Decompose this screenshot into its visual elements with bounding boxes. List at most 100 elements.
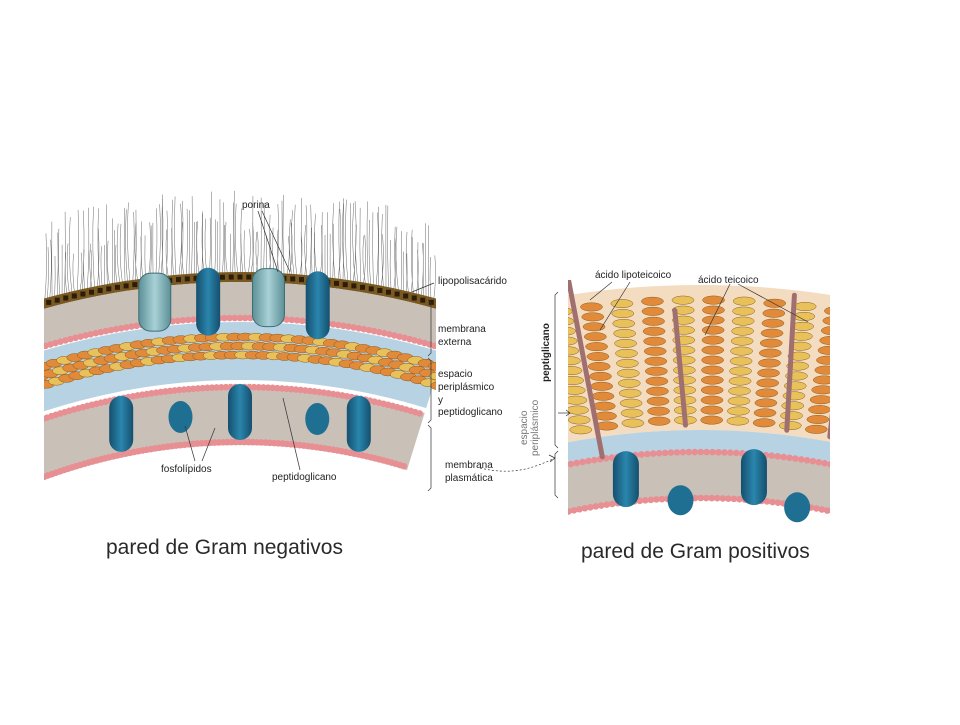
peptidoglycan-bead (5, 372, 21, 380)
peptidoglycan-bead (702, 306, 724, 314)
lps-chain (126, 209, 128, 283)
lps-chain (65, 212, 66, 296)
peptidoglycan-bead (841, 381, 863, 389)
plasma-membrane-head-outer (591, 457, 598, 464)
peptidoglycan-bead (839, 391, 861, 399)
peptidoglycan-bead (645, 357, 667, 365)
label-peptiglicano-vertical: peptiglicano (541, 323, 552, 382)
plasma-membrane-head-outer (585, 458, 592, 465)
plasma-membrane-head-outer (556, 463, 563, 470)
peptidoglycan-bead (520, 313, 542, 321)
peptidoglycan-bead (643, 317, 665, 325)
peptidoglycan-bead (701, 406, 723, 414)
outer-membrane-protein (196, 268, 220, 336)
lps-core-block (80, 292, 85, 297)
lps-chain (20, 226, 21, 309)
peptidoglycan-bead (728, 397, 750, 405)
lps-chain (23, 229, 25, 307)
peptidoglycan-bead (758, 369, 780, 377)
label-membrana-externa-2: externa (438, 337, 471, 348)
lps-chain (39, 231, 42, 302)
leader-lps (412, 283, 434, 292)
peptidoglycan-bead (702, 346, 724, 354)
lps-core-block (176, 277, 181, 282)
peptidoglycan-bead (620, 399, 642, 407)
lps-chain (172, 200, 174, 278)
peptidoglycan-bead (701, 386, 723, 394)
lps-chain (294, 205, 297, 277)
peptidoglycan-bead (702, 336, 724, 344)
peptidoglycan-bead (762, 319, 784, 327)
membrane-protein (109, 396, 133, 452)
plasma-membrane-head-outer (35, 417, 42, 424)
peptidoglycan-thick-layer (511, 285, 889, 447)
teichoic-acid (830, 312, 844, 436)
lps-chain (127, 202, 130, 283)
peptidoglycan-bead (701, 416, 723, 424)
peptidoglycan-bead (28, 383, 44, 391)
peptidoglycan-bead (812, 386, 834, 394)
lps-chain (210, 218, 211, 276)
peptidoglycan-bead (645, 367, 667, 375)
peptidoglycan-bead (648, 417, 670, 425)
plasma-membrane-head-outer (827, 461, 834, 468)
lps-chain (117, 224, 120, 285)
lps-core-block (437, 302, 442, 307)
plasma-membrane-head-outer (562, 462, 569, 469)
plasma-membrane-head-inner (565, 508, 572, 515)
plasma-membrane-head-inner (835, 510, 842, 517)
peptidoglycan-bead (621, 409, 643, 417)
plasma-membrane-head-outer (579, 459, 586, 466)
lps-chain (234, 191, 235, 275)
lps-chain (179, 204, 182, 278)
peptidoglycan-bead (587, 352, 609, 360)
lps-chain (192, 196, 193, 276)
lps-chain (189, 210, 190, 277)
lps-chain (403, 252, 404, 294)
lps-chain (186, 209, 187, 277)
lps-chain (21, 257, 23, 308)
plasma-membrane-head-outer (644, 451, 651, 458)
plasma-membrane-head-outer (733, 450, 740, 457)
outer-membrane-head (17, 350, 24, 357)
dashed-connector-arrow (549, 455, 555, 462)
lps-chain (32, 245, 35, 305)
peptidoglycan-bead (764, 299, 786, 307)
plasma-membrane-head-outer (674, 449, 681, 456)
peptidoglycan-bead (2, 383, 18, 391)
peptidoglycan-bead (553, 327, 575, 335)
lps-chain (141, 221, 143, 281)
plasma-membrane-head-outer (656, 450, 663, 457)
lps-core-block (238, 275, 243, 280)
peptidoglycan-bead (644, 337, 666, 345)
plasma-membrane-head-outer (792, 455, 799, 462)
plasma-membrane-head-outer (26, 420, 33, 427)
peptidoglycan-bead (818, 346, 840, 354)
label-espacio-4: peptidoglicano (438, 407, 503, 418)
peptidoglycan-bead (820, 336, 842, 344)
peptidoglycan-bead (813, 376, 835, 384)
peptidoglycan-bead (759, 349, 781, 357)
lps-chain (440, 240, 441, 303)
label-espacio-vertical-1: espacio (519, 411, 530, 445)
plasma-membrane-head-outer (774, 453, 781, 460)
label-peptidoglicano: peptidoglicano (272, 472, 337, 483)
lps-chain (241, 208, 243, 275)
lps-chain (264, 203, 265, 276)
lps-chain (211, 192, 212, 276)
lps-chain (93, 207, 95, 290)
peptidoglycan-bead (756, 389, 778, 397)
lps-chain (248, 229, 250, 275)
peptidoglycan-bead (642, 307, 664, 315)
peptidoglycan-bead (730, 367, 752, 375)
peptidoglycan-bead (613, 319, 635, 327)
plasma-membrane-head-outer (17, 424, 24, 431)
plasma-membrane-head-outer (810, 458, 817, 465)
peptidoglycan-bead (843, 371, 865, 379)
outer-membrane-head (431, 343, 438, 350)
lps-chain (390, 240, 391, 291)
lps-chain (10, 252, 12, 312)
lps-chain (47, 247, 48, 301)
lps-chain (32, 254, 33, 305)
peptidoglycan-bead (550, 307, 572, 315)
